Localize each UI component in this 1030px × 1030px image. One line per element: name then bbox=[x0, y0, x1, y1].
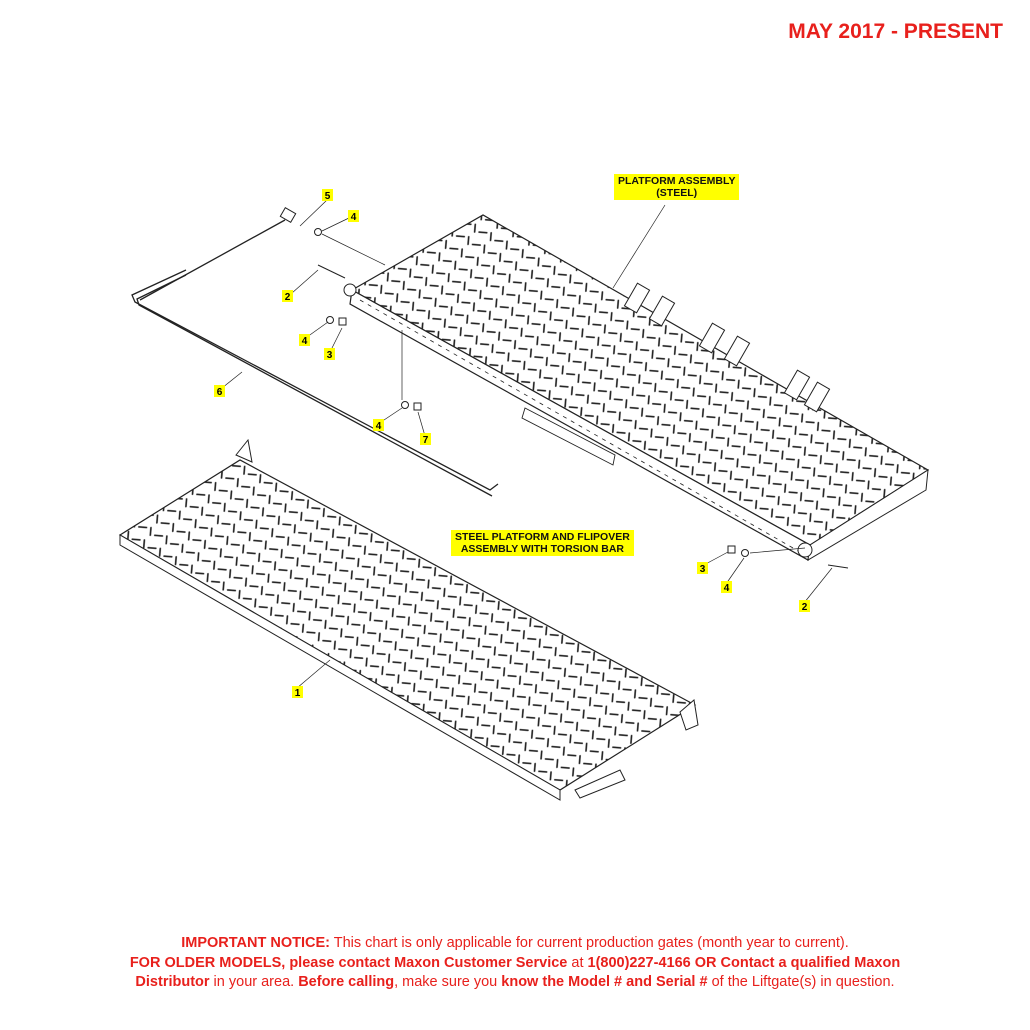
part-label-1: 1 bbox=[292, 686, 303, 699]
svg-text:6: 6 bbox=[217, 387, 223, 398]
svg-text:4: 4 bbox=[376, 421, 382, 432]
upper-platform bbox=[343, 214, 930, 561]
svg-text:2: 2 bbox=[285, 292, 291, 303]
part-tags: 5 4 2 4 3 6 4 7 3 4 2 1 bbox=[214, 189, 810, 699]
svg-text:2: 2 bbox=[802, 602, 808, 613]
part-label-4d: 4 bbox=[721, 581, 732, 594]
notice-line-1: IMPORTANT NOTICE: This chart is only app… bbox=[181, 935, 849, 951]
important-notice: IMPORTANT NOTICE: This chart is only app… bbox=[0, 934, 1030, 993]
part-label-5: 5 bbox=[322, 189, 333, 202]
svg-text:1: 1 bbox=[295, 688, 301, 699]
platform-assembly-line1: PLATFORM ASSEMBLY bbox=[618, 175, 736, 187]
part-label-3b: 3 bbox=[697, 562, 708, 575]
hardware bbox=[279, 206, 849, 569]
steel-platform-callout: STEEL PLATFORM AND FLIPOVER ASSEMBLY WIT… bbox=[451, 530, 634, 556]
part-label-2a: 2 bbox=[282, 290, 293, 303]
steel-platform-line1: STEEL PLATFORM AND FLIPOVER bbox=[455, 531, 630, 543]
part-label-4a: 4 bbox=[348, 210, 359, 223]
hinge-lugs bbox=[623, 282, 831, 413]
part-label-3a: 3 bbox=[324, 348, 335, 361]
torsion-bar bbox=[131, 219, 499, 497]
part-label-4c: 4 bbox=[373, 419, 384, 432]
platform-assembly-line2: (STEEL) bbox=[656, 187, 698, 199]
svg-text:3: 3 bbox=[327, 350, 333, 361]
notice-line-3: Distributor in your area. Before calling… bbox=[135, 974, 895, 990]
platform-assembly-callout: PLATFORM ASSEMBLY (STEEL) bbox=[614, 174, 740, 200]
part-label-7: 7 bbox=[420, 433, 431, 446]
part-label-6: 6 bbox=[214, 385, 225, 398]
svg-text:4: 4 bbox=[724, 583, 730, 594]
svg-text:5: 5 bbox=[325, 191, 331, 202]
part-label-2b: 2 bbox=[799, 600, 810, 613]
lower-platform bbox=[118, 438, 699, 801]
svg-text:4: 4 bbox=[351, 212, 357, 223]
notice-line-2: FOR OLDER MODELS, please contact Maxon C… bbox=[129, 954, 901, 971]
svg-text:7: 7 bbox=[423, 435, 429, 446]
part-label-4b: 4 bbox=[299, 334, 310, 347]
svg-text:4: 4 bbox=[302, 336, 308, 347]
svg-text:3: 3 bbox=[700, 564, 706, 575]
steel-platform-line2: ASSEMBLY WITH TORSION BAR bbox=[460, 543, 624, 555]
date-range-header: MAY 2017 - PRESENT bbox=[788, 20, 1003, 43]
